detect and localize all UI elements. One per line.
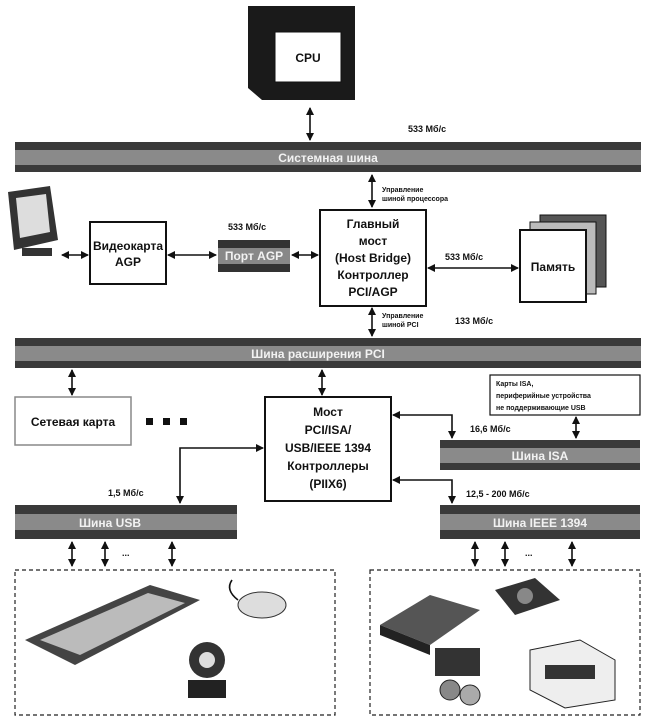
svg-text:AGP: AGP xyxy=(115,255,141,269)
svg-text:Контроллер: Контроллер xyxy=(337,268,408,282)
agp-port: Порт AGP xyxy=(218,240,290,272)
usb-bus: Шина USB xyxy=(15,505,237,539)
memory: Память xyxy=(519,214,607,303)
ieee-rate: 12,5 - 200 Мб/с xyxy=(466,489,530,499)
svg-text:Главный: Главный xyxy=(347,217,400,231)
svg-text:Мост: Мост xyxy=(313,405,343,419)
svg-text:(PIIX6): (PIIX6) xyxy=(309,477,346,491)
svg-text:шиной процессора: шиной процессора xyxy=(382,195,448,203)
svg-text:шиной PCI: шиной PCI xyxy=(382,321,419,329)
svg-text:...: ... xyxy=(122,548,130,558)
system-bus-rate: 533 Мб/с xyxy=(408,124,446,134)
keyboard-icon xyxy=(25,585,200,665)
svg-text:USB/IEEE 1394: USB/IEEE 1394 xyxy=(285,441,371,455)
hard-drive-icon xyxy=(495,578,560,615)
svg-text:Шина ISA: Шина ISA xyxy=(512,449,569,463)
printer-icon xyxy=(529,639,616,709)
agp-rate: 533 Мб/с xyxy=(228,222,266,232)
isa-rate: 16,6 Мб/с xyxy=(470,424,511,434)
svg-text:Управление: Управление xyxy=(382,313,423,320)
usb-devices-group xyxy=(14,569,336,716)
svg-text:PCI/AGP: PCI/AGP xyxy=(348,285,397,299)
cpu-label: CPU xyxy=(295,51,320,65)
svg-text:мост: мост xyxy=(359,234,388,248)
ieee-devices-group xyxy=(369,569,641,716)
pci-rate: 133 Мб/с xyxy=(455,316,493,326)
memory-rate: 533 Мб/с xyxy=(445,252,483,262)
isa-cards: Карты ISA, периферийные устройства не по… xyxy=(489,374,641,416)
host-bridge: Главный мост (Host Bridge) Контроллер PC… xyxy=(319,209,427,307)
svg-text:Память: Память xyxy=(531,260,575,274)
svg-text:Системная шина: Системная шина xyxy=(278,151,378,165)
webcam-icon xyxy=(188,642,226,698)
svg-text:периферийные устройства: периферийные устройства xyxy=(496,392,591,400)
svg-text:Контроллеры: Контроллеры xyxy=(287,459,368,473)
mouse-icon xyxy=(228,579,287,619)
svg-text:(Host Bridge): (Host Bridge) xyxy=(335,251,411,265)
monitor-icon xyxy=(8,186,58,256)
cpu: CPU xyxy=(248,6,355,100)
system-bus: Системная шина xyxy=(15,142,641,172)
camcorder-icon xyxy=(435,648,481,706)
svg-text:Порт AGP: Порт AGP xyxy=(225,249,283,263)
svg-text:Шина расширения PCI: Шина расширения PCI xyxy=(251,347,385,361)
svg-text:Шина IEEE 1394: Шина IEEE 1394 xyxy=(493,516,587,530)
svg-text:Шина USB: Шина USB xyxy=(79,516,141,530)
pci-bus: Шина расширения PCI xyxy=(15,338,641,368)
svg-text:Управление: Управление xyxy=(382,187,423,194)
south-bridge: Мост PCI/ISA/ USB/IEEE 1394 Контроллеры … xyxy=(264,396,392,502)
ellipsis-dots xyxy=(146,418,187,425)
svg-text:...: ... xyxy=(525,548,533,558)
svg-text:не поддерживающие USB: не поддерживающие USB xyxy=(496,405,586,412)
video-card-agp: Видеокарта AGP xyxy=(89,221,167,285)
svg-text:PCI/ISA/: PCI/ISA/ xyxy=(305,423,352,437)
external-drive-icon xyxy=(380,595,480,655)
svg-text:Сетевая карта: Сетевая карта xyxy=(31,415,116,429)
usb-rate: 1,5 Мб/с xyxy=(108,488,144,498)
svg-text:Видеокарта: Видеокарта xyxy=(93,239,163,253)
ieee1394-bus: Шина IEEE 1394 xyxy=(440,505,640,539)
svg-text:Карты ISA,: Карты ISA, xyxy=(496,381,533,388)
isa-bus: Шина ISA xyxy=(440,440,640,470)
network-card: Сетевая карта xyxy=(14,396,132,446)
